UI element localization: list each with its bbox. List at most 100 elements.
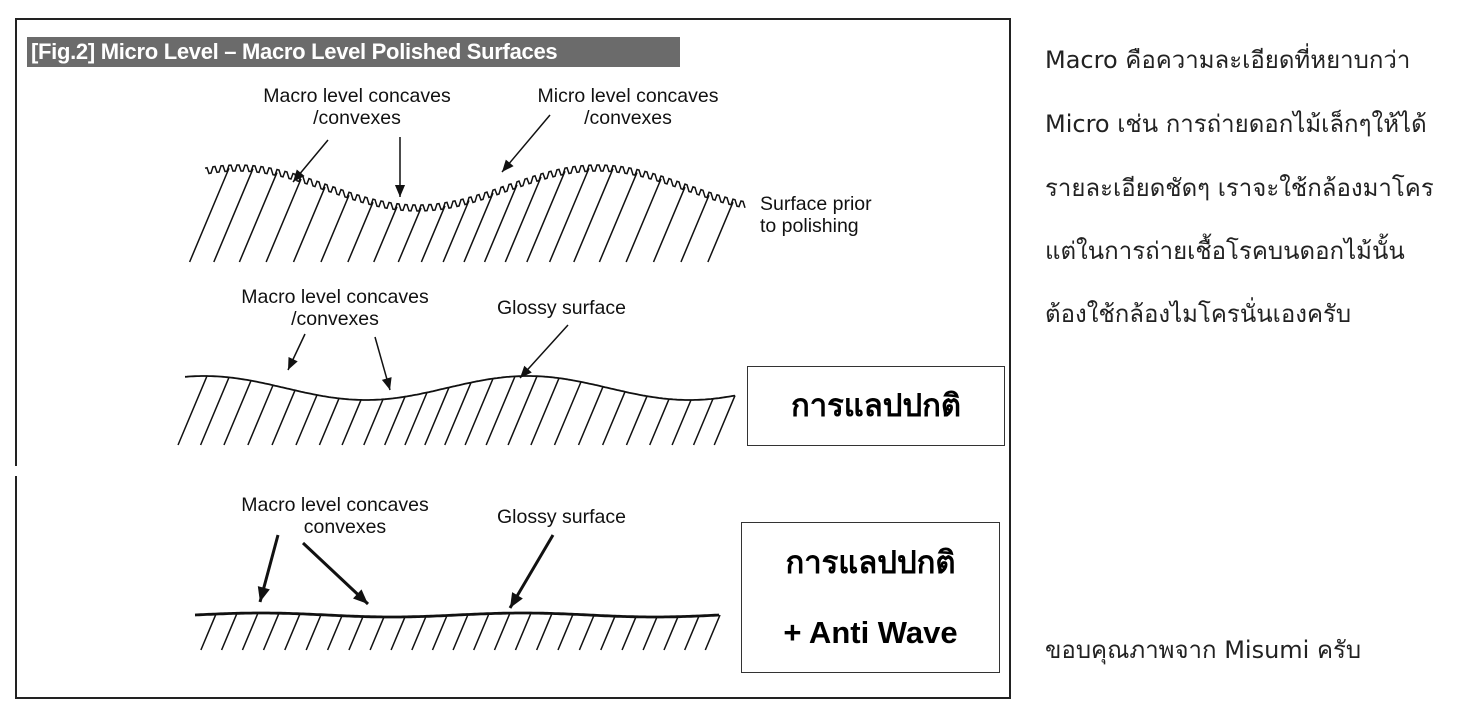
rough-surface-hatch: [625, 178, 662, 263]
rough-surface-hatch: [680, 194, 710, 263]
macro-surface-hatch: [404, 392, 428, 446]
rough-surface-hatch: [548, 167, 590, 263]
anti-wave-lapping-box: การแลปปกติ + Anti Wave: [741, 522, 1000, 673]
flat-surface-hatch: [600, 615, 616, 651]
macro-surface-hatch: [199, 377, 230, 446]
flat-surface-hatch: [684, 615, 700, 651]
flat-surface-hatch: [262, 612, 280, 651]
rough-surface-hatch: [420, 205, 446, 263]
label-line: /convexes: [291, 308, 379, 330]
macro-surface-hatch: [553, 381, 582, 446]
flat-surface-hatch: [514, 612, 532, 651]
rough-surface-hatch: [573, 168, 614, 263]
macro-surface-hatch: [692, 398, 714, 446]
arrow-icon-head: [288, 357, 298, 370]
rough-surface-hatch: [397, 207, 422, 263]
macro-surface-hatch: [271, 390, 296, 446]
explanation-line: แต่ในการถ่ายเชื้อโรคบนดอกไม้นั้น: [1045, 237, 1405, 265]
macro-surface-hatch: [341, 399, 362, 446]
arrow-icon-head: [520, 365, 532, 378]
figure-frame: [15, 18, 1011, 699]
macro-surface-hatch: [177, 375, 208, 446]
rough-surface-hatch: [526, 170, 566, 263]
rough-surface-hatch: [652, 186, 686, 263]
rough-surface-hatch: [442, 200, 470, 263]
macro-surface-hatch: [384, 396, 406, 446]
label-line: Macro level concaves: [263, 85, 451, 107]
flat-surface-hatch: [473, 613, 490, 651]
macro-surface-hatch: [363, 399, 384, 446]
rough-surface-hatch: [463, 192, 494, 263]
label-line: Macro level concaves: [241, 494, 429, 516]
rough-surface-hatch: [483, 184, 518, 263]
flat-surface-profile: [194, 611, 720, 619]
macro-surface-hatch: [424, 387, 450, 446]
arrow-icon-head: [257, 586, 270, 602]
flat-surface-hatch: [348, 616, 364, 651]
panel3-macro-label: Macro level concaves convexes: [210, 494, 460, 538]
arrow-icon-head: [510, 592, 523, 608]
flat-surface-hatch: [200, 613, 217, 651]
macro-surface-profile: [184, 375, 736, 401]
flat-surface-hatch: [305, 614, 322, 651]
macro-surface-hatch: [671, 399, 692, 446]
macro-surface-hatch: [577, 386, 604, 446]
macro-surface-hatch: [464, 378, 494, 446]
macro-surface-hatch: [444, 382, 472, 446]
rough-surface-hatch: [707, 201, 734, 263]
macro-surface-hatch: [713, 395, 736, 446]
flat-surface-hatch: [390, 616, 406, 651]
arrow-icon-head: [352, 589, 368, 604]
flat-surface-hatch: [326, 615, 343, 651]
panel2-macro-label: Macro level concaves /convexes: [210, 286, 460, 330]
flat-surface-hatch: [452, 614, 469, 651]
figure-title: [Fig.2] Micro Level – Macro Level Polish…: [27, 37, 680, 67]
label-line: Macro level concaves: [241, 286, 429, 308]
rough-surface-hatch: [213, 168, 254, 263]
label-line: /convexes: [313, 107, 401, 129]
macro-surface-hatch: [295, 394, 318, 446]
label-line: convexes: [303, 516, 387, 538]
explanation-line: Macro คือความละเอียดที่หยาบกว่า: [1045, 46, 1411, 74]
rough-surface-hatch: [347, 201, 374, 263]
macro-surface-hatch: [530, 377, 560, 446]
arrow-icon-head: [502, 159, 514, 172]
macro-surface-hatch: [649, 398, 670, 446]
rough-surface-hatch: [504, 176, 542, 263]
explanation-line: ต้องใช้กล้องไมโครนั่นเองครับ: [1045, 300, 1352, 328]
macro-surface-hatch: [625, 395, 648, 446]
label-line: to polishing: [760, 215, 859, 237]
rough-surface-hatch: [320, 194, 350, 263]
rough-surface-hatch: [598, 172, 638, 263]
panel3-glossy-label: Glossy surface: [497, 506, 626, 528]
box-line: + Anti Wave: [783, 615, 958, 650]
flat-surface-hatch: [220, 613, 238, 651]
flat-surface-hatch: [284, 613, 301, 651]
flat-surface-hatch: [557, 613, 574, 651]
arrow-icon: [301, 541, 370, 606]
panel1-micro-label: Micro level concaves /convexes: [503, 85, 753, 129]
flat-surface-hatch: [369, 616, 385, 651]
flat-surface-hatch: [493, 612, 511, 651]
flat-surface-hatch: [535, 613, 553, 651]
macro-surface-hatch: [507, 375, 538, 446]
panel1-surface-label: Surface prior to polishing: [760, 193, 872, 237]
macro-surface-hatch: [318, 398, 340, 446]
flat-surface-hatch: [642, 616, 658, 651]
flat-surface-hatch: [411, 616, 427, 651]
explanation-line: Micro เช่น การถ่ายดอกไม้เล็กๆให้ได้: [1045, 110, 1427, 138]
rough-surface-hatch: [238, 172, 278, 263]
flat-surface-hatch: [621, 616, 637, 651]
label-line: Micro level concaves: [537, 85, 719, 107]
arrow-icon-head: [394, 185, 406, 197]
rough-surface-hatch: [292, 186, 326, 263]
label-line: Surface prior: [760, 193, 872, 215]
flat-surface-hatch: [704, 614, 721, 651]
arrow-icon-head: [293, 169, 305, 182]
rough-surface-hatch: [188, 167, 230, 263]
explanation-line: รายละเอียดชัดๆ เราจะใช้กล้องมาโคร: [1045, 174, 1434, 202]
rough-surface-hatch: [265, 178, 302, 263]
flat-surface-hatch: [663, 616, 679, 651]
label-line: /convexes: [584, 107, 672, 129]
